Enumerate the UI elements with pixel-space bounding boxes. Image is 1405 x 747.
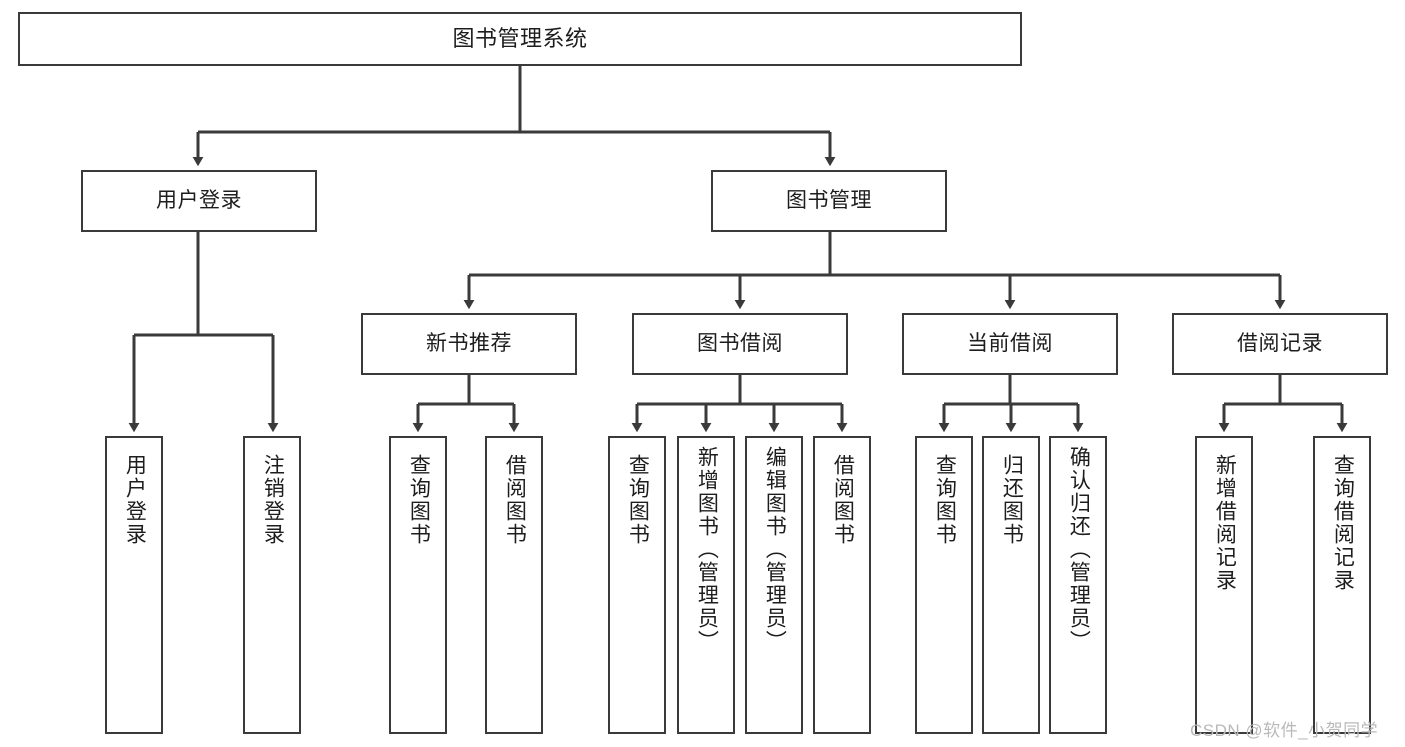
leaf-add-book-admin[interactable]: 新增图书（管理员） <box>677 436 735 734</box>
leaf-confirm-return-admin[interactable]: 确认归还（管理员） <box>1049 436 1107 734</box>
leaf-query-borrow-record[interactable]: 查询借阅记录 <box>1313 436 1371 734</box>
leaf-query-books-borrow[interactable]: 查询图书 <box>608 436 666 734</box>
leaf-add-borrow-record[interactable]: 新增借阅记录 <box>1195 436 1253 734</box>
leaf-borrow-books-recommend[interactable]: 借阅图书 <box>485 436 543 734</box>
node-borrow-records[interactable]: 借阅记录 <box>1172 313 1388 375</box>
node-current-borrow[interactable]: 当前借阅 <box>902 313 1118 375</box>
leaf-query-books-current[interactable]: 查询图书 <box>915 436 973 734</box>
leaf-query-books-recommend[interactable]: 查询图书 <box>389 436 447 734</box>
node-root-system[interactable]: 图书管理系统 <box>18 12 1022 66</box>
watermark-credit: CSDN @软件_小贺同学 <box>1190 721 1379 740</box>
leaf-edit-book-admin[interactable]: 编辑图书（管理员） <box>745 436 803 734</box>
leaf-logout[interactable]: 注销登录 <box>243 436 301 734</box>
node-user-login[interactable]: 用户登录 <box>81 170 317 232</box>
leaf-borrow-book[interactable]: 借阅图书 <box>813 436 871 734</box>
leaf-user-login[interactable]: 用户登录 <box>105 436 163 734</box>
node-book-management[interactable]: 图书管理 <box>711 170 947 232</box>
leaf-return-book[interactable]: 归还图书 <box>982 436 1040 734</box>
node-new-book-recommend[interactable]: 新书推荐 <box>361 313 577 375</box>
node-book-borrow[interactable]: 图书借阅 <box>632 313 848 375</box>
